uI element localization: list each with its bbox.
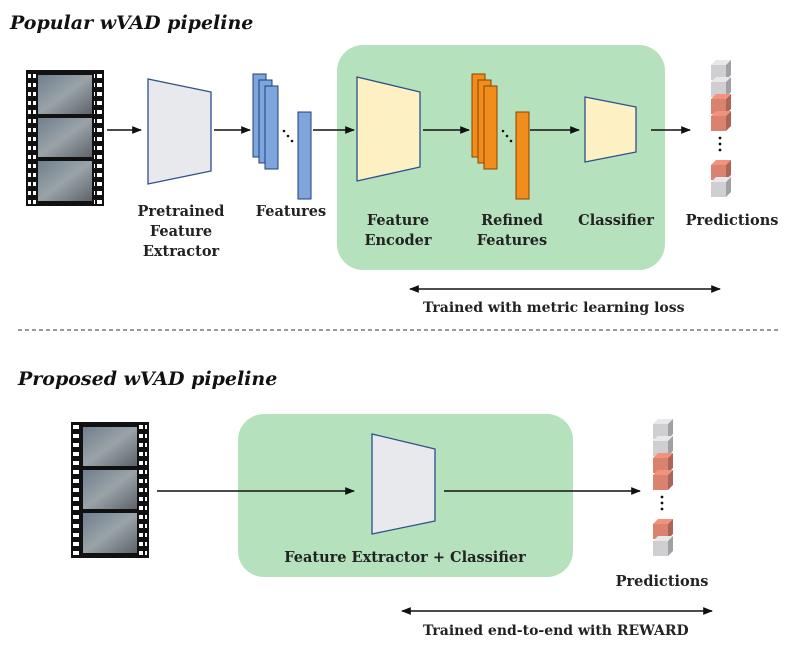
trapezoid-network-icon <box>356 76 421 182</box>
prediction-cube <box>711 82 726 97</box>
prediction-cube-side <box>668 536 673 556</box>
ellipsis-dot <box>660 495 664 499</box>
prediction-cube-top <box>711 160 731 165</box>
label-line: Extractor <box>142 243 220 260</box>
feature-stack-icon <box>471 73 530 200</box>
classifier-label: Classifier <box>578 212 654 229</box>
prediction-cube-top <box>653 519 673 524</box>
prediction-cube-side <box>668 419 673 439</box>
feature-encoder-label: Feature Encoder <box>348 211 448 251</box>
label-line: Refined <box>481 212 543 229</box>
ellipsis-dot <box>718 142 722 146</box>
prediction-cube-side <box>726 111 731 131</box>
prediction-cube-side <box>668 436 673 456</box>
film-strip-icon <box>71 422 149 558</box>
prediction-cube <box>653 424 668 439</box>
prediction-cube-top <box>711 94 731 99</box>
bottom-training-caption: Trained end-to-end with REWARD <box>423 623 689 639</box>
label-line: Feature <box>149 223 213 240</box>
label-line: Features <box>476 232 548 249</box>
top-training-caption: Trained with metric learning loss <box>423 300 685 316</box>
prediction-cube <box>711 65 726 80</box>
prediction-cube-side <box>668 453 673 473</box>
prediction-cube-top <box>653 470 673 475</box>
prediction-cube <box>711 116 726 131</box>
label-line: Pretrained <box>137 203 225 220</box>
prediction-cube-stack-icon <box>653 419 673 556</box>
prediction-cube-side <box>726 94 731 114</box>
prediction-cube-side <box>668 470 673 490</box>
feature-stack-icon <box>252 73 312 200</box>
prediction-cube <box>653 541 668 556</box>
features-label: Features <box>255 203 327 220</box>
prediction-cube-side <box>726 77 731 97</box>
refined-features-label: Refined Features <box>462 211 562 251</box>
prediction-cube-stack-icon <box>711 60 731 197</box>
predictions-label: Predictions <box>615 573 709 590</box>
ellipsis-dot <box>718 148 722 152</box>
label-line: Feature <box>366 212 430 229</box>
prediction-cube-top <box>653 536 673 541</box>
combined-model-label: Feature Extractor + Classifier <box>284 549 526 566</box>
top-pipeline-heading: Popular wVAD pipeline <box>10 12 254 34</box>
prediction-cube-top <box>711 111 731 116</box>
prediction-cube-top <box>711 77 731 82</box>
prediction-cube <box>711 182 726 197</box>
prediction-cube <box>653 475 668 490</box>
film-strip-icon <box>26 70 104 206</box>
predictions-label: Predictions <box>685 212 779 229</box>
prediction-cube-top <box>653 436 673 441</box>
prediction-cube <box>653 458 668 473</box>
ellipsis-dot <box>660 501 664 505</box>
prediction-cube-side <box>726 60 731 80</box>
label-line: Encoder <box>364 232 432 249</box>
prediction-cube <box>653 524 668 539</box>
trapezoid-network-icon <box>147 78 212 185</box>
prediction-cube-side <box>668 519 673 539</box>
prediction-cube <box>653 441 668 456</box>
trapezoid-network-icon <box>371 433 436 535</box>
prediction-cube <box>711 165 726 180</box>
prediction-cube-side <box>726 160 731 180</box>
prediction-cube-top <box>711 177 731 182</box>
prediction-cube-top <box>653 419 673 424</box>
prediction-cube-side <box>726 177 731 197</box>
prediction-cube-top <box>711 60 731 65</box>
ellipsis-dot <box>660 507 664 511</box>
trapezoid-network-icon <box>584 96 637 163</box>
ellipsis-dot <box>718 136 722 140</box>
prediction-cube <box>711 99 726 114</box>
bottom-pipeline-heading: Proposed wVAD pipeline <box>18 368 278 390</box>
pretrained-extractor-label: Pretrained Feature Extractor <box>126 202 236 262</box>
prediction-cube-top <box>653 453 673 458</box>
